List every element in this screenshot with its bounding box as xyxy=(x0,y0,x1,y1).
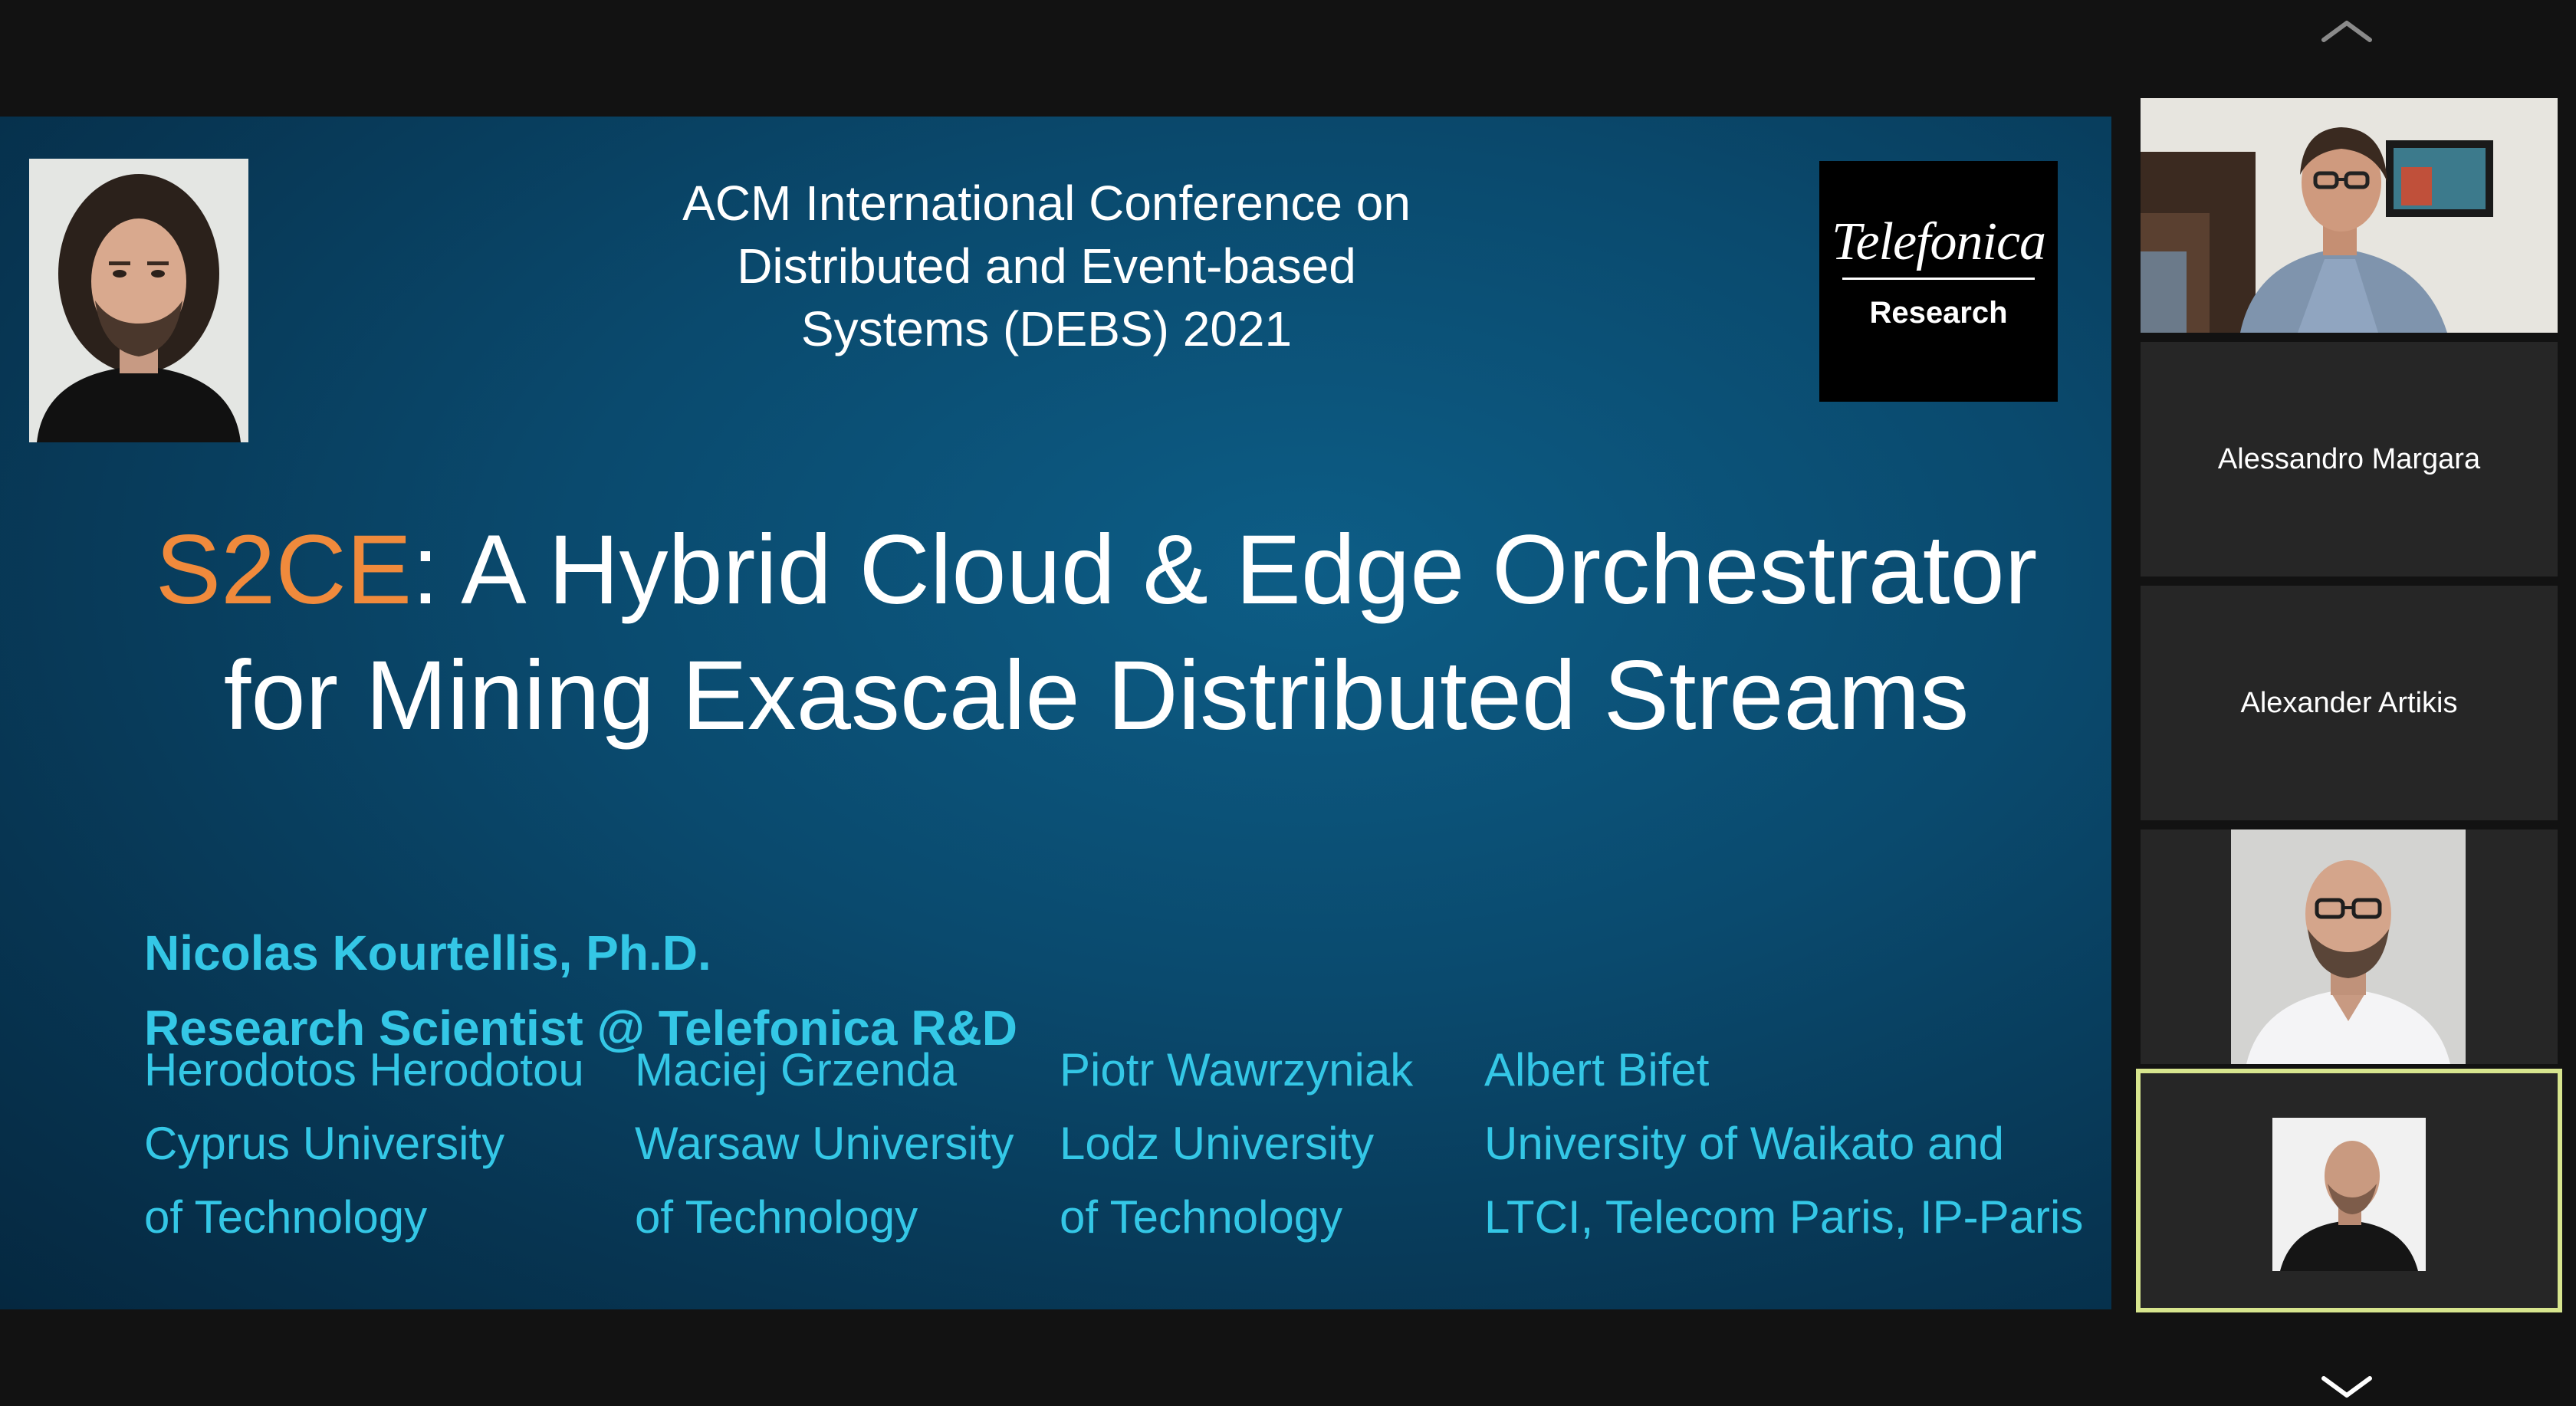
conference-title-line: ACM International Conference on xyxy=(682,176,1411,231)
author-name: Albert Bifet xyxy=(1484,1044,1710,1096)
participant-tile[interactable]: Alexander Artikis xyxy=(2141,586,2558,820)
active-speaker-tile[interactable] xyxy=(2136,1069,2562,1312)
logo-name: Telefonica xyxy=(1831,212,2046,271)
chevron-down-icon xyxy=(2321,1376,2372,1398)
author-name: Piotr Wawrzyniak xyxy=(1060,1044,1414,1096)
title-accent: S2CE xyxy=(155,515,412,625)
author-affiliation: of Technology xyxy=(1060,1191,1343,1243)
participant-name: Alexander Artikis xyxy=(2240,686,2458,719)
author-affiliation: of Technology xyxy=(635,1191,918,1243)
participant-avatar xyxy=(2231,829,2466,1064)
author-block: Piotr Wawrzyniak Lodz University of Tech… xyxy=(1060,1033,1413,1254)
author-block: Maciej Grzenda Warsaw University of Tech… xyxy=(635,1033,1014,1254)
slide-title-line-2: for Mining Exascale Distributed Streams xyxy=(223,641,1970,751)
slide-title-line-1: S2CE: A Hybrid Cloud & Edge Orchestrator xyxy=(100,508,2093,633)
telefonica-research-logo: Telefonica Research xyxy=(1819,161,2058,402)
speaker-info: Nicolas Kourtellis, Ph.D. Research Scien… xyxy=(144,915,1017,1066)
author-block: Albert Bifet University of Waikato and L… xyxy=(1484,1033,2083,1254)
participant-tile[interactable]: Alessandro Margara xyxy=(2141,342,2558,577)
author-affiliation: Lodz University xyxy=(1060,1118,1375,1169)
author-affiliation: Warsaw University xyxy=(635,1118,1014,1169)
presenter-photo xyxy=(29,159,248,442)
author-affiliation: University of Waikato and xyxy=(1484,1118,2005,1169)
author-block: Herodotos Herodotou Cyprus University of… xyxy=(144,1033,584,1254)
participant-name: Alessandro Margara xyxy=(2217,442,2481,475)
gallery-scroll-up-button[interactable] xyxy=(2320,15,2374,46)
chevron-up-icon xyxy=(2321,21,2372,42)
participant-video-tile[interactable] xyxy=(2141,98,2558,333)
participant-avatar xyxy=(2272,1118,2426,1271)
speaker-role: Research Scientist @ Telefonica R&D xyxy=(144,1000,1017,1056)
conference-title-line: Systems (DEBS) 2021 xyxy=(800,301,1293,356)
conference-title: ACM International Conference on Distribu… xyxy=(521,172,1572,360)
author-affiliation: LTCI, Telecom Paris, IP-Paris xyxy=(1484,1191,2084,1243)
author-affiliation: of Technology xyxy=(144,1191,428,1243)
author-affiliation: Cyprus University xyxy=(144,1118,505,1169)
author-name: Maciej Grzenda xyxy=(635,1044,958,1096)
gallery-scroll-down-button[interactable] xyxy=(2320,1372,2374,1403)
logo-divider xyxy=(1842,278,2035,280)
title-rest: : A Hybrid Cloud & Edge Orchestrator xyxy=(412,515,2038,625)
participant-video xyxy=(2141,98,2558,333)
conference-title-line: Distributed and Event-based xyxy=(737,238,1356,294)
speaker-name: Nicolas Kourtellis, Ph.D. xyxy=(144,925,711,981)
logo-subtitle: Research xyxy=(1869,296,2008,330)
slide-title: S2CE: A Hybrid Cloud & Edge Orchestrator… xyxy=(100,508,2093,759)
participant-avatar-tile[interactable] xyxy=(2141,829,2558,1064)
shared-screen-slide: ACM International Conference on Distribu… xyxy=(0,117,2111,1309)
author-name: Herodotos Herodotou xyxy=(144,1044,584,1096)
